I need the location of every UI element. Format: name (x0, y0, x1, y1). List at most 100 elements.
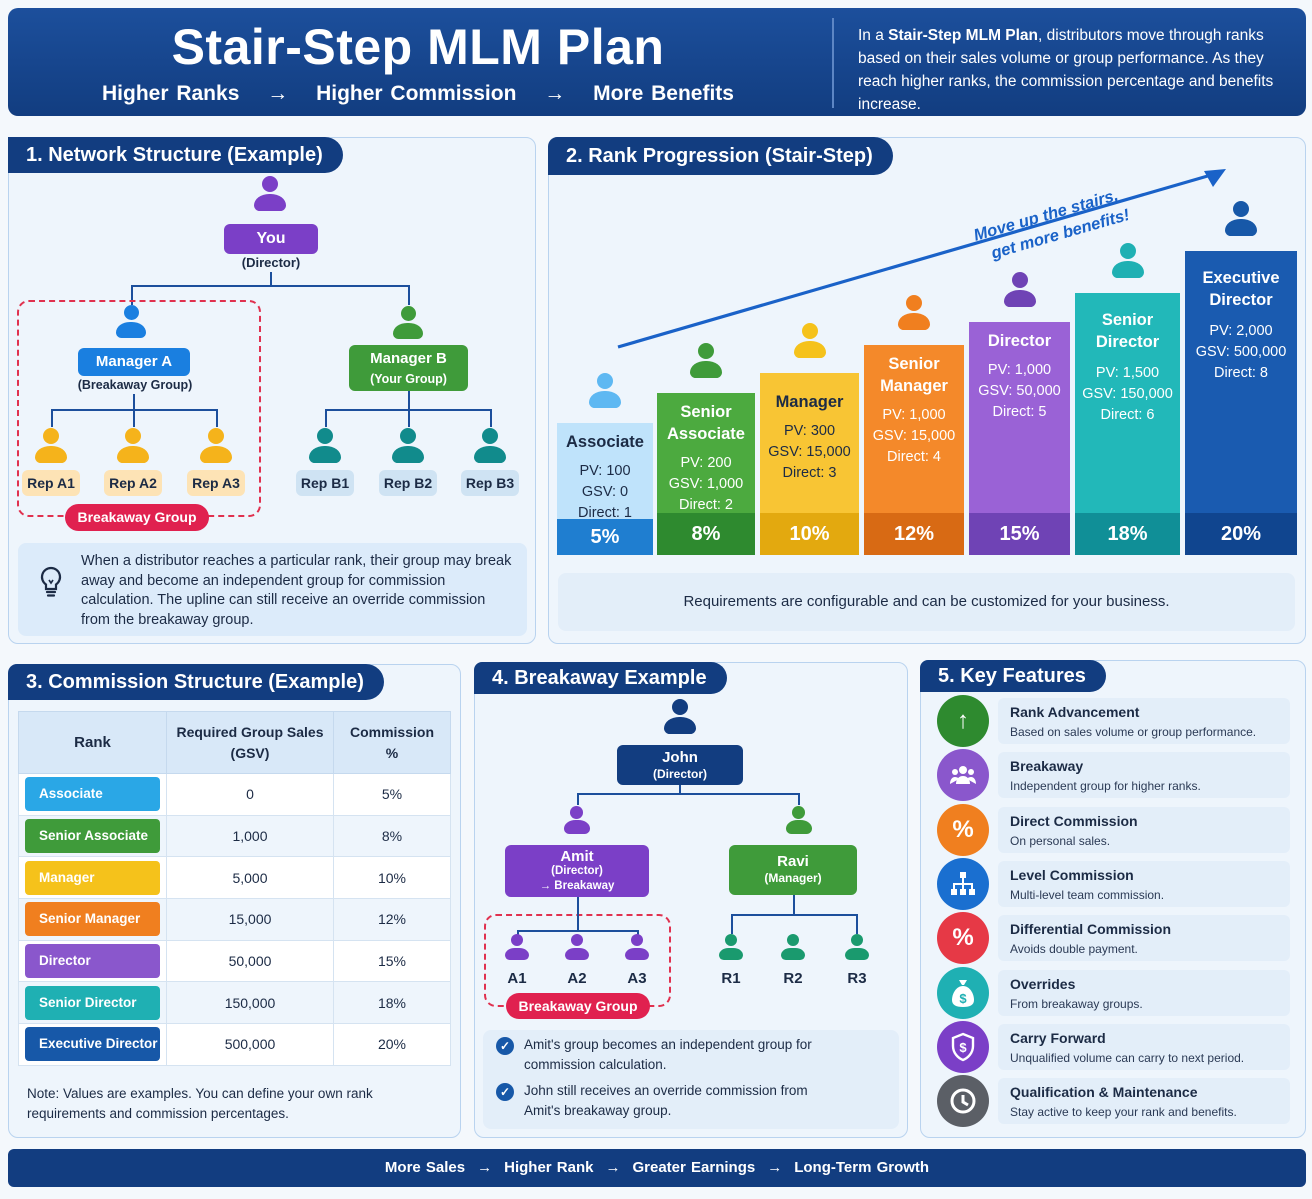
step-pv: PV: 100 (579, 463, 631, 479)
ravi-sublabel: (Manager) (764, 871, 822, 885)
person-head (482, 428, 498, 444)
john-label: John (662, 749, 698, 766)
step-gsv: GSV: 1,000 (668, 476, 744, 492)
step-gsv: GSV: 15,000 (872, 428, 956, 444)
person-body (1111, 261, 1144, 278)
person-head (43, 428, 59, 444)
feature-title: Direct Commission (1010, 812, 1138, 829)
rep-label: Rep A1 (22, 470, 80, 496)
rank-cell: Senior Associate (18, 814, 167, 858)
footer-item: Long-Term Growth (794, 1159, 930, 1176)
rep-label: Rep A3 (187, 470, 245, 496)
step-name: Director (987, 332, 1052, 350)
rank-badge: Senior Manager (25, 902, 160, 937)
rank-cell: Executive Director (18, 1023, 167, 1066)
gsv-cell: 15,000 (166, 898, 334, 941)
feature-description: From breakaway groups. (1010, 996, 1143, 1011)
person-body (786, 820, 812, 834)
percent-icon: % (937, 803, 989, 856)
rank-badge: Director (25, 944, 160, 979)
person-head (123, 305, 139, 321)
step-commission-percent: 18% (1075, 513, 1180, 555)
person-body (898, 313, 930, 330)
step-commission-percent: 5% (557, 519, 653, 555)
rank-cell: Associate (18, 773, 167, 816)
check-item-2: John still receives an override commissi… (524, 1083, 808, 1118)
commission-cell: 18% (333, 981, 451, 1025)
step-gsv: GSV: 0 (581, 484, 629, 500)
feature-description: Based on sales volume or group performan… (1010, 725, 1257, 739)
feature-description: On personal sales. (1010, 833, 1111, 848)
person-body (474, 446, 506, 463)
step-gsv: GSV: 150,000 (1082, 386, 1173, 402)
person-head (400, 428, 416, 444)
person-body (664, 717, 696, 734)
spacer (969, 352, 1070, 360)
commission-structure-title: 3. Commission Structure (Example) (8, 664, 384, 700)
rank-badge: Senior Associate (25, 819, 160, 854)
connector-line (408, 391, 410, 410)
page-title: Stair-Step MLM Plan (171, 19, 665, 75)
footer-item: Greater Earnings (632, 1159, 756, 1176)
connector-line (325, 409, 327, 427)
person-body (254, 194, 286, 211)
arrow-right-icon: → (477, 1159, 493, 1176)
manager-a-sublabel: (Breakaway Group) (77, 378, 193, 392)
ravi-node: Ravi(Manager) (729, 845, 857, 895)
connector-line (577, 897, 579, 931)
rank-cell: Manager (18, 856, 167, 900)
manager-b-sublabel: (Your Group) (370, 372, 447, 386)
step-name: Director (1095, 333, 1160, 351)
manager-b-person-icon (393, 306, 424, 340)
connector-line (577, 793, 579, 805)
person-head (698, 343, 714, 359)
spacer (657, 445, 755, 453)
john-person-icon (664, 699, 696, 734)
step-pv: PV: 1,000 (882, 407, 946, 423)
person-head (792, 806, 806, 819)
manager-b-label: Manager B (370, 350, 447, 367)
step-direct: Direct: 8 (1214, 365, 1268, 381)
member-person-icon (625, 934, 649, 961)
feature-item: Direct Commission On personal sales. (998, 806, 1290, 853)
rep-person-icon (117, 428, 149, 463)
header-description: In a Stair-Step MLM Plan, distributors m… (858, 24, 1288, 116)
person-head (511, 934, 523, 946)
person-body (505, 947, 529, 961)
rank-progression-title: 2. Rank Progression (Stair-Step) (548, 137, 893, 175)
breakaway-group-pill: Breakaway Group (506, 993, 650, 1019)
step-gsv: GSV: 50,000 (978, 383, 1061, 399)
rank-person-icon (589, 373, 621, 408)
step-commission-percent: 12% (864, 513, 964, 555)
commission-table: Rank Required Group Sales (GSV) Commissi… (18, 711, 451, 1066)
feature-description: Multi-level team commission. (1010, 887, 1165, 902)
percent-icon: % (937, 912, 989, 965)
step-gsv: GSV: 500,000 (1195, 344, 1287, 360)
ravi-label: Ravi (777, 853, 809, 870)
member-label: R2 (783, 970, 803, 987)
rank-person-icon (898, 295, 930, 330)
person-head (208, 428, 224, 444)
spacer (1185, 311, 1297, 321)
member-label: R1 (721, 970, 741, 987)
connector-line (131, 285, 133, 305)
gsv-cell: 150,000 (166, 981, 334, 1025)
person-body (35, 446, 67, 463)
feature-description: Unqualified volume can carry to next per… (1010, 1050, 1245, 1065)
person-head (672, 699, 688, 715)
step-direct: Direct: 4 (887, 449, 941, 465)
commission-cell: 15% (333, 939, 451, 983)
table-header-row: Rank Required Group Sales (GSV) Commissi… (18, 711, 451, 774)
subtitle-item: More Benefits (593, 82, 734, 105)
person-body (625, 947, 649, 961)
step-direct: Direct: 2 (679, 497, 733, 513)
